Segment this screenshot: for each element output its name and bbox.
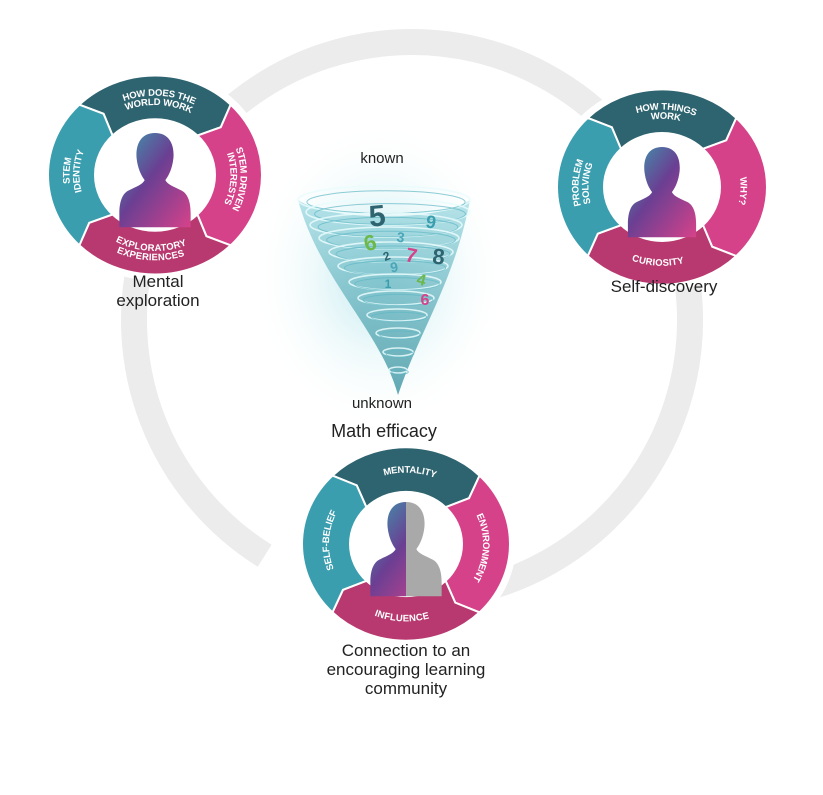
wheel-segment-label: WORK bbox=[650, 110, 682, 123]
tornado-top-label: known bbox=[360, 150, 403, 167]
mental-caption-line1: Mental bbox=[132, 272, 183, 291]
ring-arc bbox=[121, 239, 272, 567]
wheel-segment bbox=[47, 103, 115, 248]
math-efficacy-caption: Math efficacy bbox=[331, 421, 437, 441]
tornado-funnel bbox=[298, 200, 470, 395]
tornado-bottom-label: unknown bbox=[352, 395, 412, 412]
swirl-line bbox=[362, 293, 434, 307]
tornado-number: 6 bbox=[421, 292, 430, 309]
swirl-line bbox=[375, 327, 421, 339]
swirl-line bbox=[297, 185, 471, 215]
wheel-segment-label: WHY? bbox=[736, 177, 749, 207]
tornado-number: 4 bbox=[415, 271, 428, 290]
tornado-number: 9 bbox=[424, 211, 437, 232]
tornado-number: 7 bbox=[404, 244, 419, 268]
wheel-segment-label: STEM bbox=[61, 156, 74, 184]
swirl-line bbox=[305, 198, 471, 226]
community-caption-line2: encouraging learning bbox=[327, 660, 486, 679]
swirl-line bbox=[385, 350, 415, 358]
wheel-segment-label: SOLVING bbox=[580, 161, 595, 205]
swirl-line bbox=[379, 330, 421, 340]
tornado-number: 9 bbox=[389, 258, 400, 275]
mental-caption-line2: exploration bbox=[116, 291, 199, 310]
swirl-line bbox=[314, 203, 466, 225]
swirl-line bbox=[366, 308, 428, 322]
swirl-line bbox=[326, 230, 456, 250]
swirl-line bbox=[391, 369, 409, 375]
tornado-number: 2 bbox=[381, 248, 392, 264]
swirl-line bbox=[335, 245, 451, 263]
tornado-number: 1 bbox=[385, 277, 392, 291]
self-discovery-wheel: HOW THINGSWORKWHY?CURIOSITYPROBLEMSOLVIN… bbox=[551, 83, 773, 291]
swirl-line bbox=[382, 347, 414, 357]
wheel-segment bbox=[301, 474, 369, 615]
community-caption-line1: Connection to an bbox=[342, 641, 471, 660]
swirl-line bbox=[317, 216, 459, 238]
tornado-swirls bbox=[297, 185, 471, 375]
community-caption-line3: community bbox=[365, 679, 448, 698]
swirl-line bbox=[343, 260, 447, 276]
wheel-segment bbox=[556, 116, 623, 258]
swirl-line bbox=[357, 290, 435, 306]
tornado-number: 8 bbox=[431, 244, 445, 270]
tornado-number: 3 bbox=[396, 229, 406, 246]
swirl-line bbox=[370, 311, 428, 323]
tornado-number: 5 bbox=[367, 199, 387, 233]
self-discovery-caption: Self-discovery bbox=[611, 277, 718, 296]
